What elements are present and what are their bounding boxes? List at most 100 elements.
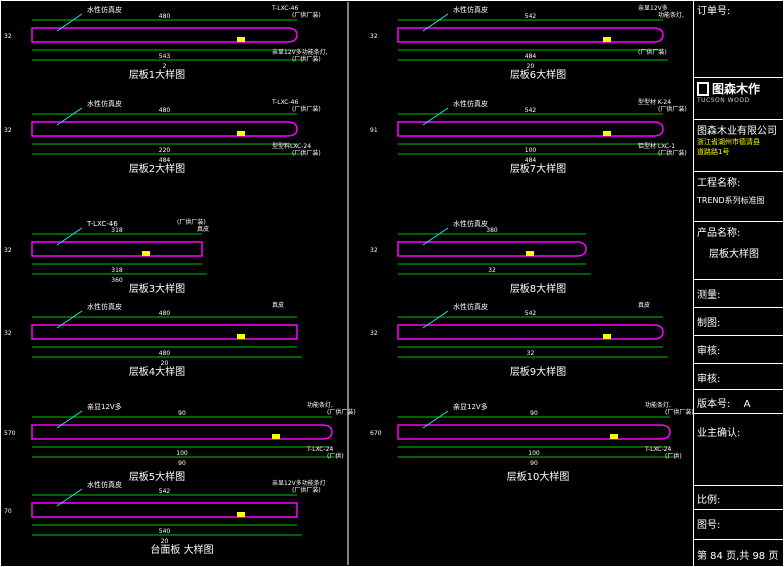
annotation-label: 功能条灯, xyxy=(658,11,684,19)
panel-title: 层板10大样图 xyxy=(507,470,570,483)
leader-line xyxy=(422,410,449,429)
annotation-label: (厂供厂装) xyxy=(665,408,694,416)
thickness-text: 570 xyxy=(4,430,16,437)
leader-line xyxy=(56,310,83,329)
annotation-label: (厂供厂装) xyxy=(292,105,321,113)
leader-line xyxy=(56,410,83,429)
annotation-label: (厂供厂装) xyxy=(292,486,321,494)
company-brand: 图森木作 xyxy=(712,82,761,96)
thickness-text: 32 xyxy=(4,330,12,337)
dimension-text: 318 xyxy=(111,227,123,234)
thickness-text: 32 xyxy=(4,33,12,40)
company-cell: 图森木业有限公司 浙江省湖州市德清县 道路路1号 xyxy=(694,120,784,172)
version-value: A xyxy=(743,399,751,410)
leader-line xyxy=(422,13,449,32)
annotation-label: 功能条灯, xyxy=(307,401,333,409)
version-cell: 版本号: A xyxy=(694,390,784,414)
title-block: 订单号: 图森木作 TUCSON WOOD 图森木业有限公司 浙江省湖州市德清县… xyxy=(693,0,784,567)
panel-outline xyxy=(397,324,664,340)
dimension-text: 480 xyxy=(159,13,171,20)
annotation-label: 亲显12V多功能条灯, xyxy=(272,48,328,56)
dimension-text: 220 xyxy=(159,147,171,154)
measure-label: 测量: xyxy=(697,290,721,301)
owner-confirm-cell: 业主确认: xyxy=(694,414,784,486)
order-no-label: 订单号: xyxy=(697,6,731,17)
thickness-text: 32 xyxy=(370,33,378,40)
order-no-cell: 订单号: xyxy=(694,0,784,78)
material-label: 水性仿真皮 xyxy=(87,302,122,311)
drawing-no-cell: 图号: xyxy=(694,510,784,540)
fitting-mark xyxy=(603,37,611,42)
leader-line xyxy=(422,310,449,329)
panel-title: 台面板 大样图 xyxy=(150,543,213,556)
panel-title: 层板8大样图 xyxy=(510,282,566,295)
company-name: 图森木业有限公司 xyxy=(697,126,777,137)
annotation-label: 真皮 xyxy=(272,301,284,309)
fitting-mark xyxy=(526,251,534,256)
dimension-text: 480 xyxy=(159,107,171,114)
annotation-label: (厂供厂装) xyxy=(177,218,206,226)
panel-title: 层板1大样图 xyxy=(129,68,185,81)
panel-outline xyxy=(31,27,298,43)
annotation-label: (厂供厂装) xyxy=(638,48,667,56)
annotation-label: (厂供) xyxy=(327,452,344,460)
annotation-label: T-LXC-46 xyxy=(271,99,298,106)
fitting-mark xyxy=(272,434,280,439)
dimension-text: 540 xyxy=(159,528,171,535)
fitting-mark xyxy=(610,434,618,439)
panel-title: 层板5大样图 xyxy=(129,470,185,483)
logo-icon xyxy=(697,81,709,96)
approved-cell: 审核: xyxy=(694,364,784,390)
dimension-text: 2 xyxy=(163,63,167,70)
dimension-text: 542 xyxy=(525,13,537,20)
drawing-no-label: 图号: xyxy=(697,520,721,531)
annotation-label: (厂供厂装) xyxy=(658,149,687,157)
dimension-text: 484 xyxy=(159,157,171,164)
panel-outline xyxy=(31,241,203,257)
annotation-label: 亲显12V多功能条灯 xyxy=(272,479,326,487)
checked-label: 审核: xyxy=(697,346,721,357)
leader-line xyxy=(56,13,83,32)
thickness-text: 32 xyxy=(370,247,378,254)
dimension-text: 100 xyxy=(528,450,540,457)
panel-title: 层板4大样图 xyxy=(129,365,185,378)
project-name-value: TREND系列标准图 xyxy=(697,196,765,205)
page-info-cell: 第 84 页,共 98 页 xyxy=(694,540,784,567)
panel-outline xyxy=(31,424,333,440)
dimension-text: 484 xyxy=(525,157,537,164)
annotation-label: 型型材 K-24 xyxy=(638,98,671,106)
dimension-text: 480 xyxy=(159,350,171,357)
dimension-text: 542 xyxy=(525,107,537,114)
thickness-text: 91 xyxy=(370,127,378,134)
drawn-label: 制图: xyxy=(697,318,721,329)
project-name-label: 工程名称: xyxy=(697,178,741,189)
thickness-text: 32 xyxy=(4,127,12,134)
dimension-text: 32 xyxy=(527,350,535,357)
panel-outline xyxy=(31,502,298,518)
material-label: 水性仿真皮 xyxy=(453,99,488,108)
annotation-label: 型型料LXC-24 xyxy=(272,142,311,150)
annotation-label: 铝型材 LXC-1 xyxy=(638,142,675,150)
material-label: 水性仿真皮 xyxy=(453,219,488,228)
dimension-text: 20 xyxy=(527,63,535,70)
dimension-text: 90 xyxy=(530,410,538,417)
dimension-text: 543 xyxy=(159,53,171,60)
thickness-text: 70 xyxy=(4,508,12,515)
fitting-mark xyxy=(237,512,245,517)
leader-line xyxy=(422,107,449,126)
annotation-label: T-LXC-46 xyxy=(271,5,298,12)
thickness-text: 32 xyxy=(4,247,12,254)
dimension-text: 100 xyxy=(176,450,188,457)
annotation-label: (厂供厂装) xyxy=(292,149,321,157)
product-cell: 产品名称: 层板大样图 xyxy=(694,222,784,280)
dimension-text: 90 xyxy=(178,460,186,467)
material-label: 水性仿真皮 xyxy=(87,480,122,489)
annotation-label: 真皮 xyxy=(197,225,209,233)
fitting-mark xyxy=(237,131,245,136)
panel-outline xyxy=(397,241,587,257)
material-label: 水性仿真皮 xyxy=(87,5,122,14)
dimension-text: 100 xyxy=(525,147,537,154)
project-cell: 工程名称: TREND系列标准图 xyxy=(694,172,784,222)
thickness-text: 32 xyxy=(370,330,378,337)
